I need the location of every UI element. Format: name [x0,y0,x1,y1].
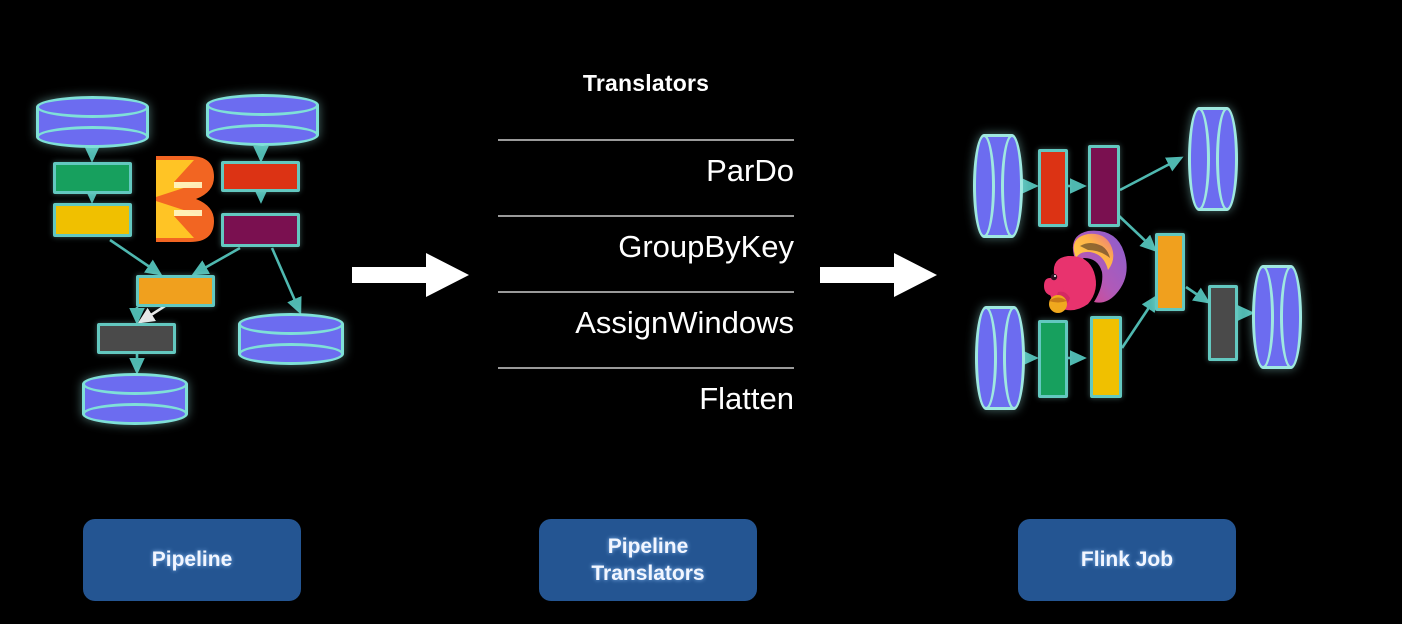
label-pipeline-translators[interactable]: Pipeline Translators [539,519,757,601]
translator-item-groupbykey[interactable]: GroupByKey [498,215,794,291]
flink-source-cylinder-b [975,306,1025,410]
pipeline-transform-red [221,161,300,192]
translators-title: Translators [582,70,710,96]
cylinder-bottom-ellipse [36,126,149,148]
cylinder-left-ellipse [975,306,997,410]
cylinder-left-ellipse [1188,107,1210,211]
cylinder-bottom-ellipse [82,403,188,425]
flink-sink-cylinder-b [1252,265,1302,369]
translators-panel: Translators ParDo GroupByKey AssignWindo… [498,70,794,443]
cylinder-top-ellipse [36,96,149,118]
cylinder-right-ellipse [1001,134,1023,238]
arrow-pipeline-to-translators [352,253,469,297]
cylinder-top-ellipse [238,313,344,335]
flink-operator-orange [1155,233,1185,311]
flink-operator-green [1038,320,1068,398]
label-pipeline[interactable]: Pipeline [83,519,301,601]
pipeline-transform-purple [221,213,300,247]
arrow-translators-to-flink [820,253,937,297]
label-pipeline-text: Pipeline [151,548,233,572]
label-flink-job-text: Flink Job [1080,548,1174,572]
cylinder-bottom-ellipse [206,124,319,146]
flink-source-cylinder-a [973,134,1023,238]
pipeline-transform-grey [97,323,176,354]
translator-item-assignwindows[interactable]: AssignWindows [498,291,794,367]
flink-sink-cylinder-a [1188,107,1238,211]
cylinder-right-ellipse [1280,265,1302,369]
cylinder-left-ellipse [1252,265,1274,369]
pipeline-transform-green [53,162,132,194]
cylinder-top-ellipse [82,373,188,395]
pipeline-source-cylinder-a [36,96,149,148]
pipeline-transform-yellow [53,203,132,237]
pipeline-source-cylinder-b [206,94,319,146]
pipeline-sink-cylinder-b [238,313,344,365]
label-pipeline-translators-text: Pipeline Translators [591,533,704,588]
label-translators-line1: Pipeline [607,534,689,558]
label-flink-job[interactable]: Flink Job [1018,519,1236,601]
translator-item-flatten[interactable]: Flatten [498,367,794,443]
apache-flink-logo [1044,230,1127,313]
flink-operator-yellow [1090,316,1122,398]
flink-operator-grey [1208,285,1238,361]
cylinder-right-ellipse [1003,306,1025,410]
pipeline-sink-cylinder-a [82,373,188,425]
cylinder-right-ellipse [1216,107,1238,211]
cylinder-bottom-ellipse [238,343,344,365]
translator-item-pardo[interactable]: ParDo [498,139,794,215]
cylinder-left-ellipse [973,134,995,238]
apache-beam-logo [156,156,214,242]
label-translators-line2: Translators [591,562,705,585]
flink-operator-red [1038,149,1068,227]
flink-operator-purple [1088,145,1120,227]
cylinder-top-ellipse [206,94,319,116]
pipeline-transform-orange [136,275,215,307]
